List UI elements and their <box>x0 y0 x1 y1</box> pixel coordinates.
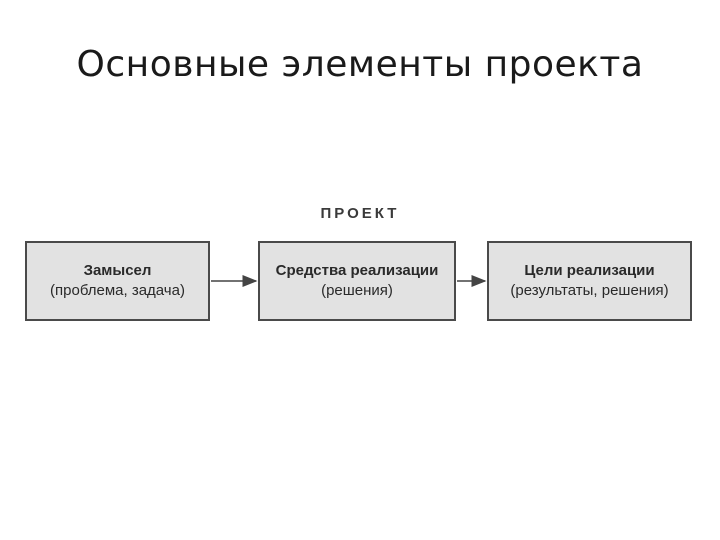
node-goals: Цели реализации (результаты, решения) <box>487 241 692 321</box>
node-means-sub: (решения) <box>321 282 393 299</box>
node-idea-label: Замысел <box>83 262 152 279</box>
slide-title: Основные элементы проекта <box>76 44 644 85</box>
node-idea: Замысел (проблема, задача) <box>25 241 210 321</box>
node-goals-sub: (результаты, решения) <box>510 282 669 299</box>
node-means: Средства реализации (решения) <box>258 241 456 321</box>
node-means-label: Средства реализации <box>275 262 439 279</box>
node-goals-label: Цели реализации <box>524 262 655 279</box>
diagram-heading: ПРОЕКТ <box>320 205 400 222</box>
node-idea-sub: (проблема, задача) <box>50 282 185 299</box>
